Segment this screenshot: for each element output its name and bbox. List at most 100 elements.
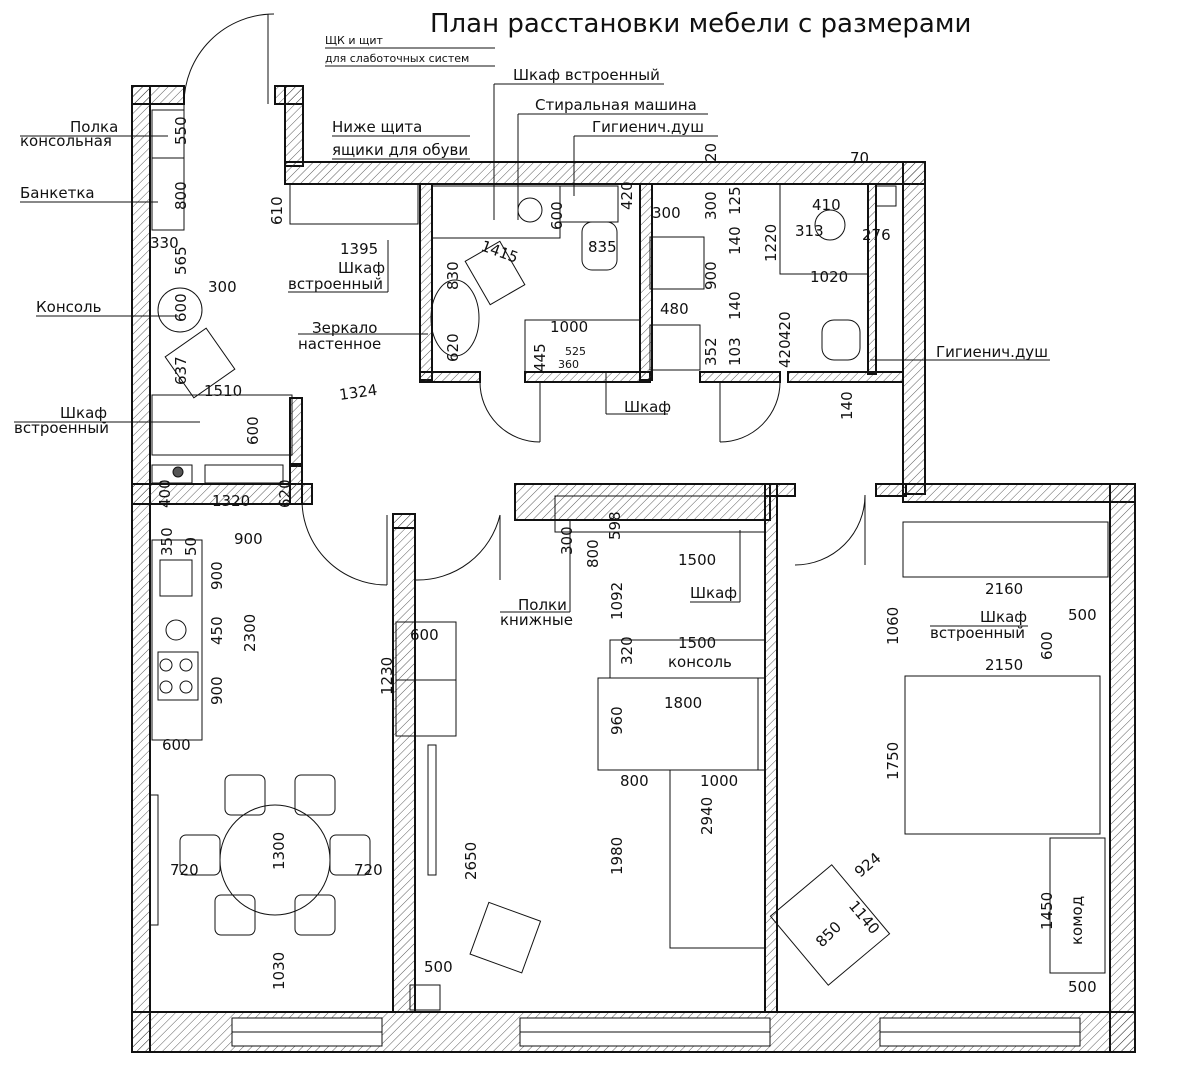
svg-text:50: 50 [182, 537, 200, 556]
svg-text:835: 835 [588, 238, 617, 256]
label-washer: Стиральная машина [535, 96, 697, 114]
label-wardrobe-mid-2: встроенный [288, 275, 383, 293]
svg-text:480: 480 [660, 300, 689, 318]
svg-text:610: 610 [268, 196, 286, 225]
svg-text:1395: 1395 [340, 240, 378, 258]
svg-text:320: 320 [618, 636, 636, 665]
furniture [149, 109, 1109, 1011]
svg-text:1230: 1230 [378, 657, 396, 695]
svg-text:20: 20 [702, 143, 720, 162]
svg-text:960: 960 [608, 706, 626, 735]
svg-text:1320: 1320 [212, 492, 250, 510]
label-hyg-shower-2: Гигиенич.душ [936, 343, 1048, 361]
svg-text:550: 550 [172, 116, 190, 145]
svg-text:330: 330 [150, 234, 179, 252]
svg-text:1300: 1300 [270, 832, 288, 870]
svg-text:600: 600 [1038, 631, 1056, 660]
svg-text:620: 620 [276, 479, 294, 508]
svg-text:620: 620 [444, 333, 462, 362]
svg-text:420: 420 [776, 311, 794, 340]
svg-text:300: 300 [702, 191, 720, 220]
svg-text:500: 500 [424, 958, 453, 976]
svg-text:600: 600 [244, 416, 262, 445]
label-wardrobe-mid-1: Шкаф [338, 259, 385, 277]
label-living-wardrobe: Шкаф [690, 584, 737, 602]
svg-text:2160: 2160 [985, 580, 1023, 598]
label-panel-1: ЩК и щит [325, 34, 383, 47]
svg-text:1030: 1030 [270, 952, 288, 990]
label-builtin-wardrobe: Шкаф встроенный [513, 66, 660, 84]
svg-text:300: 300 [208, 278, 237, 296]
svg-text:70: 70 [850, 149, 869, 167]
label-mirror-2: настенное [298, 335, 381, 353]
svg-text:445: 445 [531, 343, 549, 372]
label-shelf-2: консольная [20, 132, 112, 150]
label-hall-wardrobe-2: встроенный [14, 419, 109, 437]
svg-text:1060: 1060 [884, 607, 902, 645]
svg-text:420: 420 [776, 339, 794, 368]
svg-text:300: 300 [558, 526, 576, 555]
svg-text:1980: 1980 [608, 837, 626, 875]
plan-title: План расстановки мебели с размерами [430, 9, 971, 39]
svg-text:2940: 2940 [698, 797, 716, 835]
svg-text:1800: 1800 [664, 694, 702, 712]
label-bedroom-wardrobe-2: встроенный [930, 624, 1025, 642]
dimensions: 550 800 330 565 300 600 637 1510 600 132… [150, 116, 1097, 996]
svg-text:300: 300 [652, 204, 681, 222]
svg-text:720: 720 [354, 861, 383, 879]
svg-text:900: 900 [702, 261, 720, 290]
svg-text:720: 720 [170, 861, 199, 879]
svg-text:140: 140 [726, 291, 744, 320]
svg-text:2300: 2300 [241, 614, 259, 652]
svg-text:600: 600 [548, 201, 566, 230]
svg-text:1500: 1500 [678, 551, 716, 569]
svg-text:637: 637 [172, 356, 190, 385]
svg-text:1450: 1450 [1038, 892, 1056, 930]
label-cabinet: Шкаф [624, 398, 671, 416]
svg-text:1092: 1092 [608, 582, 626, 620]
leader-lines [14, 47, 1050, 627]
svg-text:1750: 1750 [884, 742, 902, 780]
label-console: Консоль [36, 298, 102, 316]
svg-text:2150: 2150 [985, 656, 1023, 674]
svg-text:1324: 1324 [338, 381, 378, 404]
label-hyg-shower-1: Гигиенич.душ [592, 118, 704, 136]
svg-text:1140: 1140 [845, 897, 883, 938]
svg-text:450: 450 [208, 616, 226, 645]
svg-text:1020: 1020 [810, 268, 848, 286]
svg-text:600: 600 [162, 736, 191, 754]
svg-text:360: 360 [558, 358, 579, 371]
label-console-text: консоль [668, 653, 732, 671]
label-bookshelves-1: Полки [518, 596, 567, 614]
svg-text:500: 500 [1068, 606, 1097, 624]
svg-text:565: 565 [172, 246, 190, 275]
svg-text:352: 352 [702, 337, 720, 366]
svg-text:525: 525 [565, 345, 586, 358]
label-bookshelves-2: книжные [500, 611, 573, 629]
svg-text:800: 800 [584, 539, 602, 568]
svg-text:313: 313 [795, 222, 824, 240]
walls [131, 85, 1136, 1053]
svg-text:140: 140 [838, 391, 856, 420]
svg-text:1220: 1220 [762, 224, 780, 262]
svg-text:276: 276 [862, 226, 891, 244]
svg-text:1500: 1500 [678, 634, 716, 652]
svg-text:400: 400 [156, 479, 174, 508]
svg-text:830: 830 [444, 261, 462, 290]
svg-text:500: 500 [1068, 978, 1097, 996]
label-mirror-1: Зеркало [312, 319, 377, 337]
svg-text:1000: 1000 [550, 318, 588, 336]
svg-text:350: 350 [158, 527, 176, 556]
label-hall-wardrobe-1: Шкаф [60, 404, 107, 422]
label-bench: Банкетка [20, 184, 95, 202]
svg-text:1510: 1510 [204, 382, 242, 400]
svg-text:900: 900 [234, 530, 263, 548]
svg-text:140: 140 [726, 226, 744, 255]
svg-text:900: 900 [208, 676, 226, 705]
svg-text:125: 125 [726, 186, 744, 215]
svg-text:900: 900 [208, 561, 226, 590]
svg-text:800: 800 [172, 181, 190, 210]
svg-text:410: 410 [812, 196, 841, 214]
label-shelf-1: Полка [70, 118, 118, 136]
